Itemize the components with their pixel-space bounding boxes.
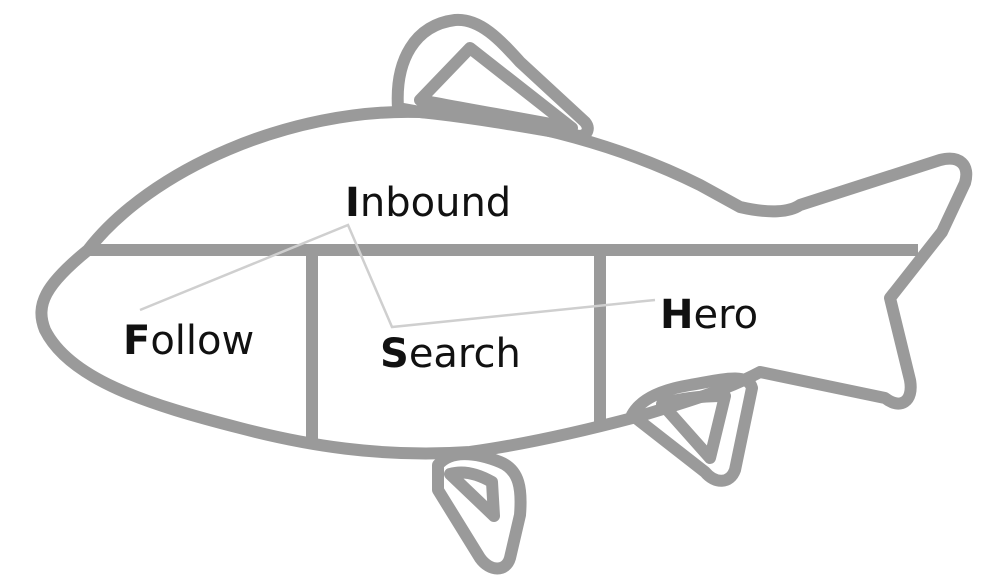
label-follow-initial: F [123,318,150,364]
connector-line [139,223,656,329]
pelvic-fin-outline [626,372,758,487]
label-search: Search [380,331,521,377]
label-inbound: Inbound [345,180,511,226]
label-search-initial: S [380,331,409,377]
label-hero: Hero [660,292,758,338]
label-hero-rest: ero [693,292,758,338]
label-follow-rest: ollow [150,318,254,364]
label-hero-initial: H [660,292,693,338]
label-follow: Follow [123,318,254,364]
label-inbound-rest: nbound [360,180,511,226]
fish-body-outline [35,105,973,460]
label-search-rest: earch [409,331,521,377]
label-inbound-initial: I [345,180,360,226]
pectoral-fin-outline [432,448,527,575]
